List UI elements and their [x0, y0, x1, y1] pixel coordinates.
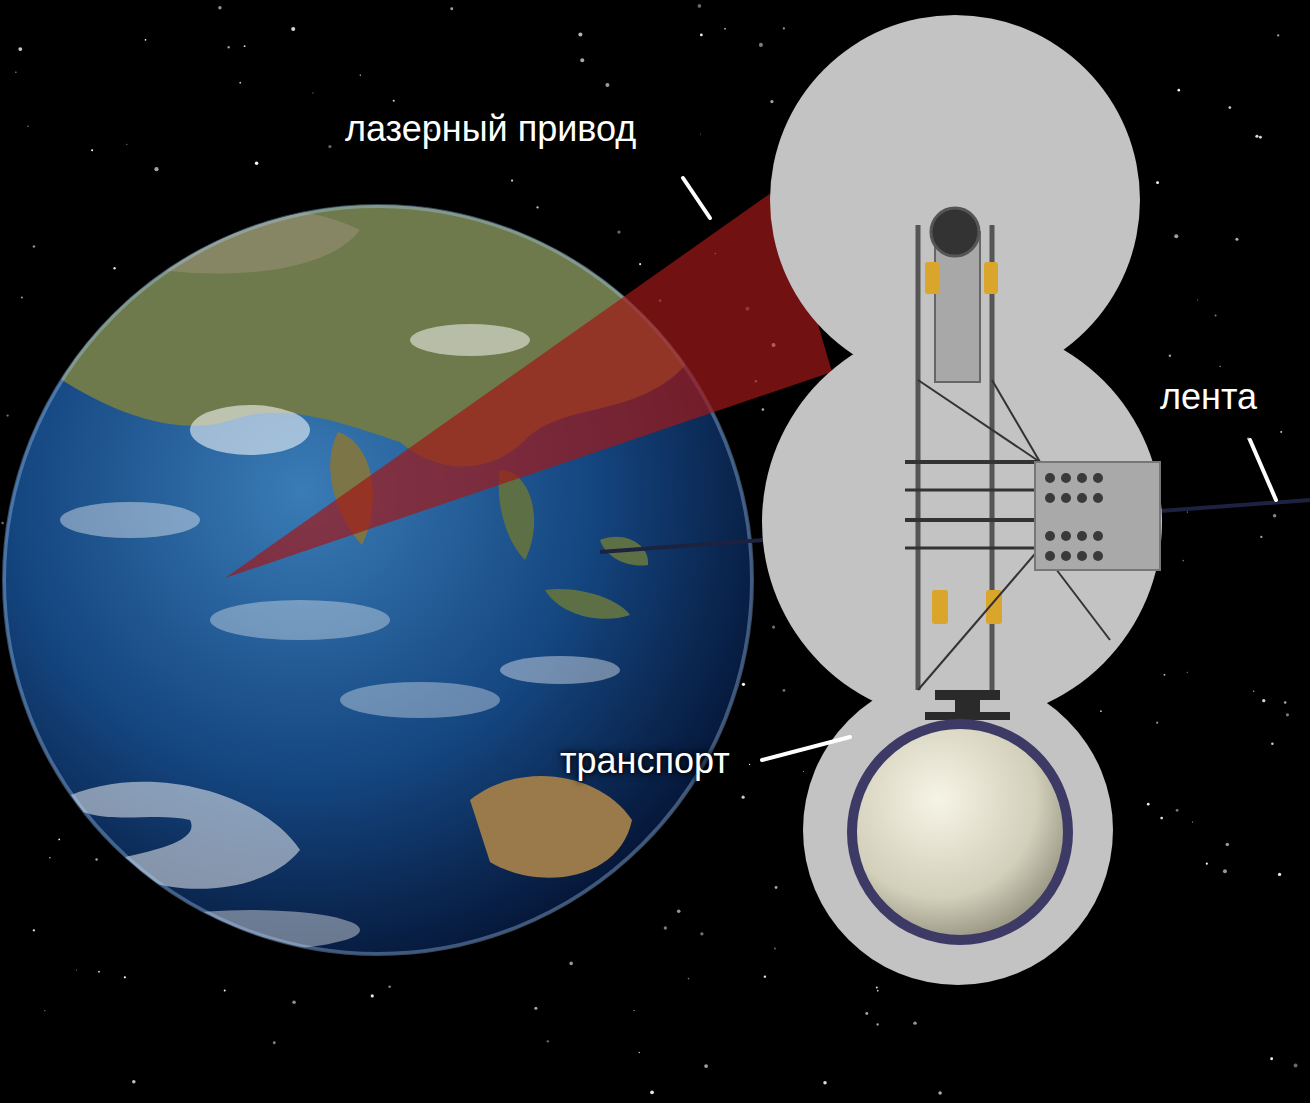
- leader-line: [762, 737, 850, 760]
- laser-beam: [225, 188, 832, 578]
- climber: [762, 15, 1162, 985]
- leader-line: [1250, 440, 1276, 500]
- part-label: лазерный привод: [345, 108, 636, 149]
- part-label: лента: [1160, 376, 1257, 417]
- leader-line: [683, 178, 710, 218]
- part-label: транспорт: [560, 740, 730, 781]
